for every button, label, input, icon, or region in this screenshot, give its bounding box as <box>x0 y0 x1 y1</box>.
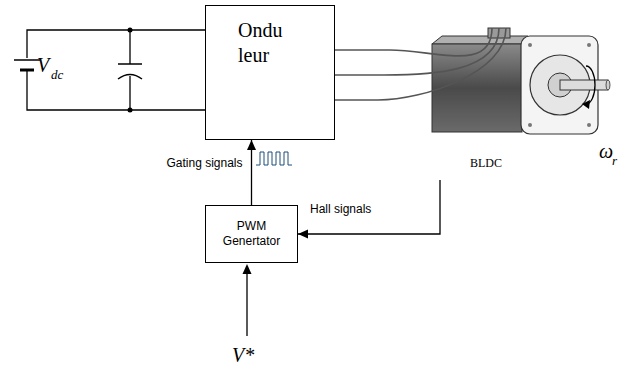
signal-arrow <box>298 180 440 234</box>
inverter-box: Ondu leur <box>205 5 335 140</box>
signal-label: Gating signals <box>164 156 244 170</box>
junction-dot <box>128 28 133 33</box>
phase-wire <box>335 28 499 75</box>
pwm-pulse-symbol <box>256 152 292 165</box>
capacitor-symbol <box>118 64 142 79</box>
reference-voltage: V* <box>232 344 254 367</box>
node-text: PWM Genertator <box>206 219 297 249</box>
node-text: BLDC <box>470 156 502 171</box>
junction-dot <box>128 108 133 113</box>
reference-arrow <box>243 264 252 336</box>
arrow-head <box>247 140 256 150</box>
arrow-head <box>298 230 308 239</box>
battery-symbol <box>14 60 40 74</box>
voltage-subscript: dc <box>51 67 63 83</box>
pwm-generator-box: PWM Genertator <box>205 205 298 263</box>
voltage-symbol: V <box>37 54 49 77</box>
speed-symbol: ω <box>599 140 613 163</box>
phase-wire <box>335 28 492 56</box>
speed-subscript: r <box>612 153 617 169</box>
motor-node: BLDC <box>430 28 605 180</box>
dc-bus-wires <box>27 30 205 110</box>
phase-wire <box>335 28 506 100</box>
signal-label: Hall signals <box>308 202 373 216</box>
node-text: Ondu leur <box>238 18 302 68</box>
